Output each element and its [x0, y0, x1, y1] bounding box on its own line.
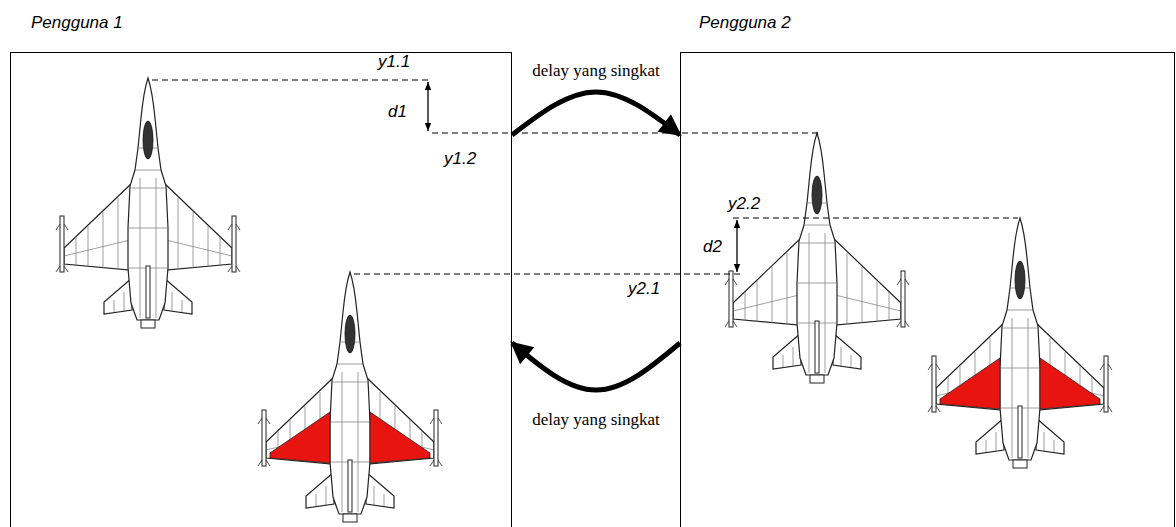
edge-label: delay yang singkat [530, 411, 661, 430]
distance-arrows [428, 82, 737, 272]
coordinate-label: y2.2 [728, 195, 760, 214]
panel-heading: Pengguna 2 [699, 13, 791, 33]
edge-label: delay yang singkat [530, 62, 661, 81]
coordinate-label: y1.1 [378, 53, 410, 72]
dashed-line [432, 132, 818, 133]
dashed-line [733, 217, 1018, 218]
delay-arrow [512, 343, 680, 390]
coordinate-label: y2.1 [628, 280, 660, 299]
fighter-jet-red [258, 272, 442, 522]
dashed-line [152, 79, 432, 80]
distance-arrow [427, 82, 428, 131]
coordinate-label: y1.2 [444, 150, 476, 169]
user-panel: Pengguna 1 [10, 52, 512, 527]
reference-lines [152, 80, 1018, 274]
dashed-line [354, 273, 740, 274]
fighter-jet-red [928, 218, 1112, 468]
coordinate-label: d2 [703, 238, 722, 257]
user-panel: Pengguna 2 [680, 52, 1175, 527]
fighter-jet [56, 78, 240, 328]
distance-arrow [736, 220, 737, 272]
fighter-jet [725, 133, 909, 383]
panel-heading: Pengguna 1 [31, 13, 123, 33]
coordinate-label: d1 [388, 103, 407, 122]
delay-arrow [512, 92, 680, 135]
